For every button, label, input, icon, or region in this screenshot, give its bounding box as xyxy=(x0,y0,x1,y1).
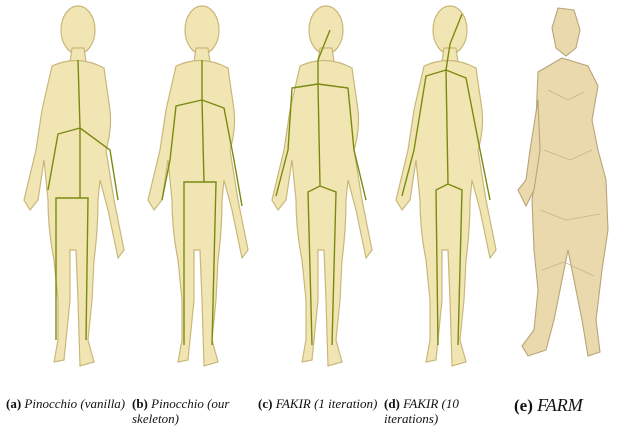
panel-e-render xyxy=(508,0,618,380)
caption-c: (c) FAKIR (1 iteration) xyxy=(258,396,382,411)
statue-mesh-a xyxy=(14,0,134,380)
caption-d-letter: (d) xyxy=(384,396,400,411)
panel-b-render xyxy=(138,0,258,380)
caption-e-text: FARM xyxy=(537,395,583,415)
caption-a-letter: (a) xyxy=(6,396,21,411)
caption-b-letter: (b) xyxy=(132,396,148,411)
caption-e-letter: (e) xyxy=(514,396,533,415)
statue-mesh-b xyxy=(138,0,258,380)
caption-a-text: Pinocchio (vanilla) xyxy=(24,396,125,411)
panel-a-render xyxy=(14,0,134,380)
statue-mesh-d xyxy=(386,0,506,380)
caption-d: (d) FAKIR (10 iterations) xyxy=(384,396,508,426)
caption-b: (b) Pinocchio (our skeleton) xyxy=(132,396,256,426)
panel-d-render xyxy=(386,0,506,380)
panel-c-render xyxy=(262,0,382,380)
statue-mesh-c xyxy=(262,0,382,380)
farm-mesh-e xyxy=(508,0,618,380)
caption-c-text: FAKIR (1 iteration) xyxy=(276,396,378,411)
caption-e: (e) FARM xyxy=(514,396,624,415)
caption-c-letter: (c) xyxy=(258,396,272,411)
caption-a: (a) Pinocchio (vanilla) xyxy=(6,396,130,411)
